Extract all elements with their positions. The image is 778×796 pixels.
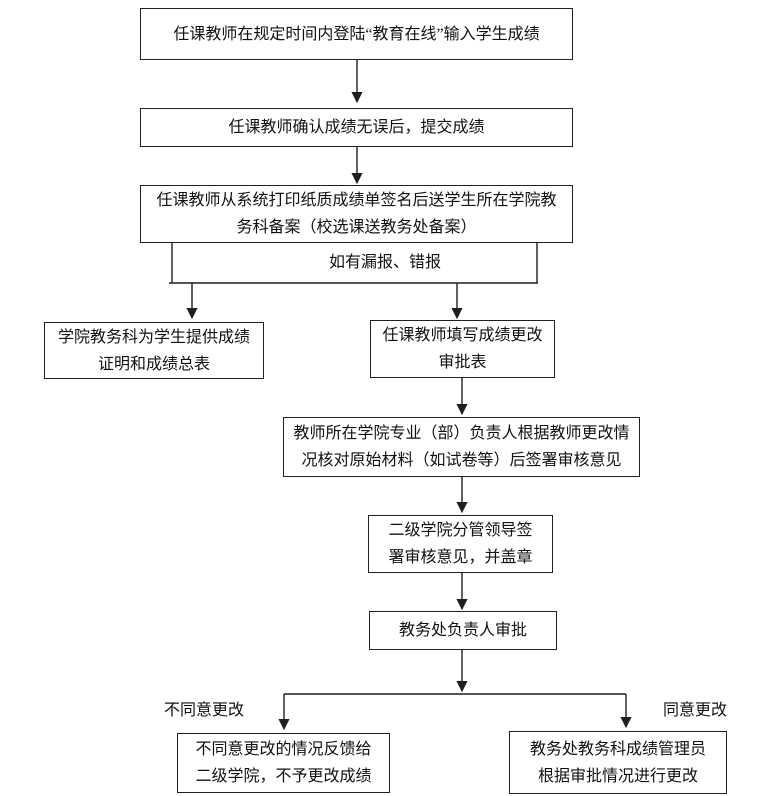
node-fill-change-form-text-1: 任课教师填写成绩更改 [382, 327, 543, 344]
edge-label-agree: 同意更改 [662, 702, 727, 719]
node-fill-change-form-text-2: 审批表 [438, 354, 487, 371]
node-dean-approve-text: 教务处负责人审批 [398, 622, 527, 639]
node-fill-change-form: 任课教师填写成绩更改 审批表 [370, 320, 555, 378]
node-reject-feedback-text-1: 不同意更改的情况反馈给 [195, 741, 372, 758]
node-print-archive-text-1: 任课教师从系统打印纸质成绩单签名后送学生所在学院教 [156, 192, 557, 209]
node-college-leader-sign-text-2: 署审核意见，并盖章 [388, 549, 533, 566]
node-department-review-text-2: 况核对原始材料（如试卷等）后签署审核意见 [301, 452, 622, 469]
node-college-leader-sign-text-1: 二级学院分管领导签 [388, 522, 533, 539]
node-confirm-submit: 任课教师确认成绩无误后，提交成绩 [140, 108, 573, 147]
node-provide-transcript-text-2: 证明和成绩总表 [97, 355, 210, 373]
node-reject-feedback-text-2: 二级学院，不予更改成绩 [195, 768, 372, 785]
edge-label-error-report: 如有漏报、错报 [328, 254, 441, 271]
node-provide-transcript: 学院教务科为学生提供成绩 证明和成绩总表 [44, 322, 264, 379]
node-login-text: 任课教师在规定时间内登陆“教育在线”输入学生成绩 [173, 25, 540, 43]
node-admin-change-text-1: 教务处教务科成绩管理员 [529, 740, 706, 758]
edge-label-disagree: 不同意更改 [163, 702, 244, 719]
node-dean-approve: 教务处负责人审批 [369, 611, 557, 650]
node-login: 任课教师在规定时间内登陆“教育在线”输入学生成绩 [140, 8, 573, 60]
node-college-leader-sign: 二级学院分管领导签 署审核意见，并盖章 [368, 515, 553, 573]
node-admin-change-text-2: 根据审批情况进行更改 [537, 767, 698, 785]
node-provide-transcript-text-1: 学院教务科为学生提供成绩 [57, 328, 250, 346]
node-reject-feedback: 不同意更改的情况反馈给 二级学院，不予更改成绩 [177, 733, 390, 793]
node-admin-change: 教务处教务科成绩管理员 根据审批情况进行更改 [509, 731, 727, 794]
node-print-archive: 任课教师从系统打印纸质成绩单签名后送学生所在学院教 务科备案（校选课送教务处备案… [140, 185, 573, 243]
node-department-review: 教师所在学院专业（部）负责人根据教师更改情 况核对原始材料（如试卷等）后签署审核… [283, 417, 640, 477]
node-confirm-submit-text: 任课教师确认成绩无误后，提交成绩 [228, 119, 485, 136]
node-print-archive-text-2: 务科备案（校选课送教务处备案） [236, 219, 477, 236]
node-department-review-text-1: 教师所在学院专业（部）负责人根据教师更改情 [293, 425, 630, 442]
